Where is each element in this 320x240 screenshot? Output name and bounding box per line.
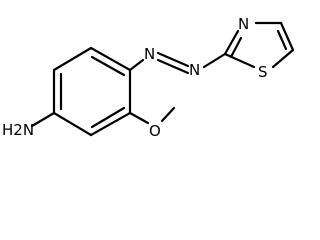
bond-benzene-1: [89, 46, 132, 72]
bond-thiazole-c2-n3: [223, 29, 240, 56]
chemical-structure-diagram: H2N O N N N S: [2, 15, 295, 140]
bond-benzene-double-2: [90, 55, 126, 77]
bond-benzene-6: [52, 46, 93, 72]
amine-label: H2N: [2, 121, 34, 139]
bond-oxygen-to-methyl: [160, 106, 176, 123]
bond-thiazole-c2-n3-double: [229, 36, 243, 59]
bond-benzene-3: [89, 111, 132, 137]
bond-thiazole-s1-c2: [223, 52, 256, 69]
bond-ring-to-oxygen: [128, 111, 150, 125]
bond-azo-to-thiazole: [202, 52, 227, 69]
thiazole-sulfur-label: S: [258, 63, 268, 81]
benzene-ring: [52, 46, 132, 137]
thiazole-ring: N S: [223, 15, 295, 81]
azo-nitrogen-upper-label: N: [144, 45, 155, 63]
bond-amine: [30, 111, 56, 128]
azo-nitrogen-lower-label: N: [189, 61, 200, 79]
bond-thiazole-c5-s1: [271, 48, 295, 69]
bond-benzene-4: [52, 111, 93, 137]
thiazole-nitrogen-label: N: [238, 15, 249, 33]
bond-benzene-double-3: [90, 106, 126, 129]
methoxy-oxygen-label: O: [149, 122, 161, 140]
bond-ring-to-azo: [128, 58, 145, 72]
bond-thiazole-c4-c5-double: [276, 29, 288, 51]
bond-thiazole-c4-c5: [279, 21, 295, 52]
bond-azo-double-b: [156, 58, 190, 75]
bond-azo-double-a: [156, 51, 190, 68]
